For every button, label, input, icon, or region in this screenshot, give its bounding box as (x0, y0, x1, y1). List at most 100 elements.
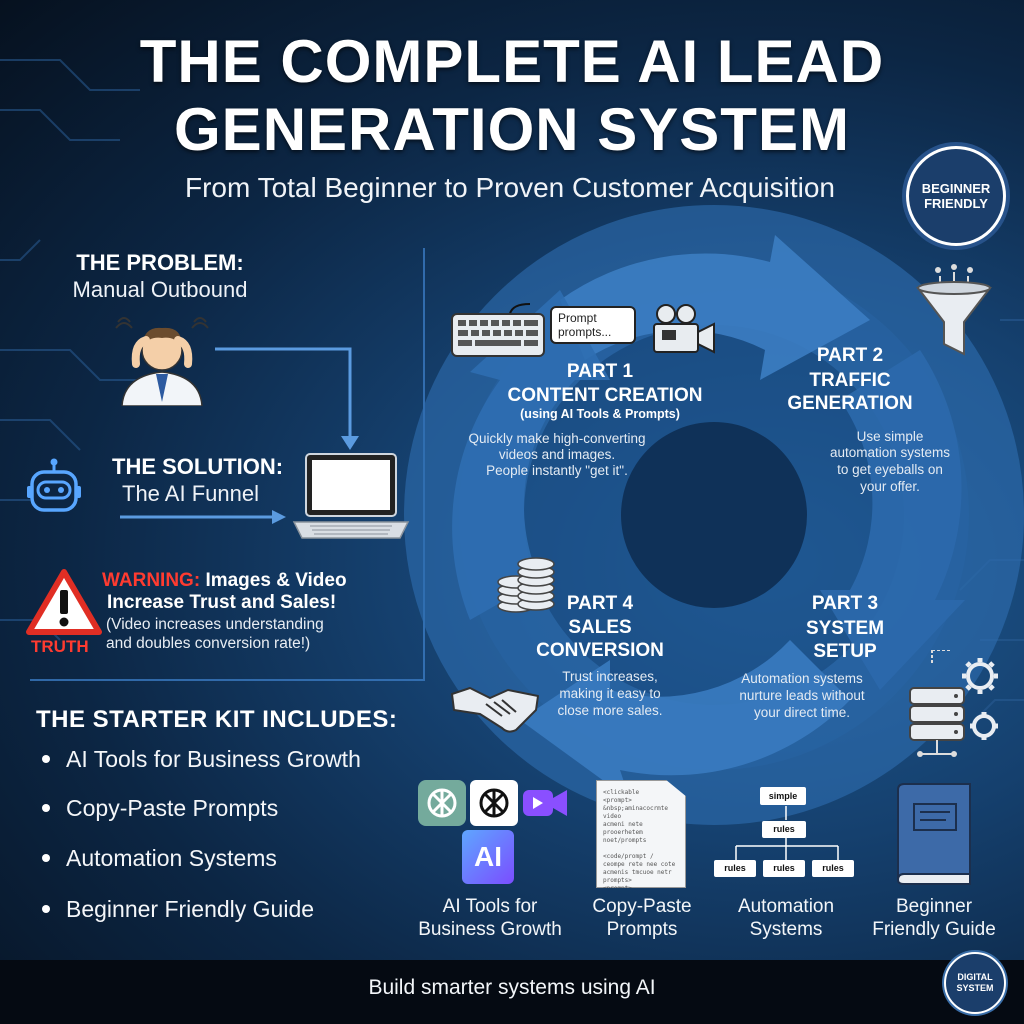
document-line: <prompt> (603, 797, 632, 804)
document-line: acmenis tmcuoe netr (603, 869, 672, 876)
coins-icon (497, 557, 555, 613)
part1-label: PART 1 (566, 361, 634, 382)
keyboard-icon (451, 303, 545, 357)
footer-bar (0, 960, 1024, 1024)
badge-line1: BEGINNER (921, 181, 991, 196)
warning-line2: Increase Trust and Sales! (107, 592, 337, 613)
part3-title1: SYSTEM (805, 618, 885, 639)
bullet-icon (42, 905, 50, 913)
prompt-bubble-line2: prompts... (558, 325, 612, 339)
digital-system-badge: DIGITAL SYSTEM (944, 952, 1006, 1014)
handshake-icon (451, 687, 539, 733)
bullet-icon (42, 854, 50, 862)
document-line: &nbsp;aminacocrmte video (603, 805, 669, 820)
part1-desc3: People instantly "get it". (486, 463, 628, 478)
part4-label: PART 4 (566, 593, 634, 614)
prompt-bubble-line1: Prompt (558, 311, 597, 325)
tool-caption-ai-line2: Business Growth (418, 919, 562, 940)
starter-kit-item: Automation Systems (42, 843, 277, 873)
part3-label: PART 3 (811, 593, 879, 614)
part1-desc1: Quickly make high-converting (468, 431, 646, 446)
part3-desc1: Automation systems (741, 671, 863, 686)
starter-kit-item-label: AI Tools for Business Growth (66, 745, 361, 772)
part1-desc2: videos and images. (498, 447, 616, 462)
beginner-friendly-badge: BEGINNER FRIENDLY (906, 146, 1006, 246)
warning-note1: (Video increases understanding (106, 616, 324, 633)
warning-label: WARNING: (102, 570, 201, 591)
truth-label: TRUTH (31, 637, 89, 656)
ai-icon: AI (462, 830, 514, 884)
tool-caption-automation-line2: Systems (749, 919, 823, 940)
warning-note2: and doubles conversion rate!) (106, 635, 311, 652)
document-line: <clickable (603, 789, 640, 796)
part1-subtitle: (using AI Tools & Prompts) (520, 407, 680, 421)
prompt-bubble: Prompt prompts... (550, 306, 636, 354)
connector-lines (120, 347, 352, 519)
flow-box-left: rules (714, 860, 756, 877)
starter-kit-title: THE STARTER KIT INCLUDES: (36, 706, 398, 733)
warning-line1-rest: Images & Video (205, 570, 347, 591)
video-camera-icon (653, 304, 715, 354)
flowchart-connectors (735, 806, 839, 860)
stressed-person-icon (115, 317, 209, 406)
connector-arrow-right (272, 510, 286, 524)
document-line: acmeni nete (603, 821, 643, 828)
flow-box-mid: rules (762, 821, 806, 838)
starter-kit-item-label: Beginner Friendly Guide (66, 895, 315, 922)
solution-heading: THE SOLUTION: (112, 454, 284, 479)
tool-caption-automation-line1: Automation (737, 896, 835, 917)
tool-caption-guide-line1: Beginner (895, 896, 973, 917)
bullet-icon (42, 804, 50, 812)
part4-desc3: close more sales. (557, 703, 663, 718)
connector-arrow-down (341, 436, 359, 450)
part4-desc1: Trust increases, (562, 669, 658, 684)
prompt-document-icon: <clickable<prompt> &nbsp;aminacocrmte vi… (596, 780, 686, 888)
warning-line1: WARNING: Images & Video (102, 570, 402, 592)
document-line: prooerhetem noet/prompts (603, 829, 647, 844)
part2-desc3: to get eyeballs on (837, 462, 943, 477)
robot-icon (27, 458, 81, 512)
video-ai-icon (521, 784, 569, 822)
part2-desc4: your offer. (860, 479, 920, 494)
footer-text: Build smarter systems using AI (368, 976, 656, 999)
badge-line2: FRIENDLY (924, 196, 988, 211)
tool-caption-prompts-line2: Prompts (606, 919, 678, 940)
starter-kit-item-label: Automation Systems (66, 844, 277, 871)
document-line: <code/prompt / (603, 853, 654, 860)
database-gears-icon (909, 650, 998, 757)
starter-kit-item: Copy-Paste Prompts (42, 793, 278, 823)
part3-title2: SETUP (813, 641, 877, 662)
tool-caption-prompts-line1: Copy-Paste (592, 896, 692, 917)
tool-caption-ai-line1: AI Tools for (442, 896, 538, 917)
document-line (603, 845, 679, 853)
tool-caption-guide-line2: Friendly Guide (872, 919, 996, 940)
part4-desc2: making it easy to (559, 686, 661, 701)
part3-desc3: your direct time. (753, 705, 851, 720)
problem-text: Manual Outbound (72, 277, 248, 302)
main-title-line1: THE COMPLETE AI LEAD (139, 28, 885, 95)
document-lines: <clickable<prompt> &nbsp;aminacocrmte vi… (603, 789, 679, 888)
flow-box-right: rules (812, 860, 854, 877)
flow-box-top: simple (760, 787, 806, 805)
divider-line (30, 248, 425, 681)
cycle-ring (404, 205, 1024, 825)
chatgpt-icon (418, 780, 466, 826)
document-line: ceompe rete nee cote (603, 861, 676, 868)
part1-title: CONTENT CREATION (507, 385, 703, 406)
flow-box-center: rules (763, 860, 805, 877)
part2-desc2: automation systems (829, 445, 951, 460)
warning-triangle-icon (26, 569, 102, 635)
starter-kit-item: Beginner Friendly Guide (42, 894, 314, 924)
subtitle: From Total Beginner to Proven Customer A… (184, 172, 835, 203)
funnel-icon (915, 264, 993, 356)
part4-title1: SALES (568, 617, 632, 638)
problem-heading: THE PROBLEM: (76, 250, 244, 275)
starter-kit-item-label: Copy-Paste Prompts (66, 794, 279, 821)
part2-desc1: Use simple (856, 429, 924, 444)
part4-title2: CONVERSION (536, 640, 664, 661)
corner-badge-line2: SYSTEM (956, 983, 994, 993)
corner-badge-line1: DIGITAL (957, 972, 993, 982)
guide-book-icon (896, 783, 971, 885)
